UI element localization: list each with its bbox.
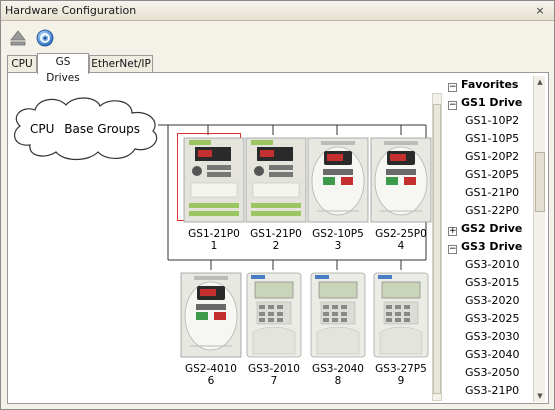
tree-group-gs1-drive[interactable]: −GS1 Drive bbox=[448, 94, 522, 112]
gs2-drive-icon bbox=[370, 137, 432, 223]
tree-item-gs1-20p5[interactable]: GS1-20P5 bbox=[465, 168, 520, 181]
scroll-down-icon[interactable]: ▼ bbox=[537, 392, 543, 400]
drive-model-label: GS2-4010 bbox=[185, 363, 237, 375]
tree-group-label: GS1 Drive bbox=[461, 96, 523, 109]
eject-icon[interactable] bbox=[8, 28, 28, 48]
tree-item-gs3-2050[interactable]: GS3-2050 bbox=[465, 366, 520, 379]
scroll-up-icon[interactable]: ▲ bbox=[537, 78, 543, 86]
tree-item-gs1-22p0[interactable]: GS1-22P0 bbox=[465, 204, 520, 217]
drive-slot-number: 8 bbox=[334, 375, 342, 387]
expand-icon[interactable]: + bbox=[448, 226, 457, 236]
collapse-icon[interactable]: − bbox=[448, 100, 457, 110]
catalog-scrollbar[interactable]: ▲ ▼ bbox=[533, 76, 545, 402]
workspace-scrollbar-thumb[interactable] bbox=[433, 104, 441, 394]
drive-slot-number: 9 bbox=[397, 375, 405, 387]
tree-item-gs3-2010[interactable]: GS3-2010 bbox=[465, 258, 520, 271]
tree-item-gs3-21p0[interactable]: GS3-21P0 bbox=[465, 384, 520, 397]
drive-slot-number: 1 bbox=[210, 240, 218, 252]
drive-slot-number: 6 bbox=[207, 375, 215, 387]
tree-item-gs1-10p2[interactable]: GS1-10P2 bbox=[465, 114, 520, 127]
tab-ethernet-ip-label: EtherNet/IP bbox=[91, 58, 151, 70]
tree-group-label: GS2 Drive bbox=[461, 222, 523, 235]
cloud-label-base-groups: Base Groups bbox=[64, 122, 141, 136]
drive-model-label: GS1-21P0 bbox=[188, 228, 240, 240]
catalog-scrollbar-thumb[interactable] bbox=[535, 152, 545, 212]
tree-item-gs3-2015[interactable]: GS3-2015 bbox=[465, 276, 520, 289]
tree-group-gs2-drive[interactable]: + GS2 Drive bbox=[448, 220, 522, 238]
gs1-drive-icon bbox=[245, 137, 307, 223]
close-icon[interactable]: × bbox=[535, 4, 545, 17]
drive-model-label: GS3-2040 bbox=[312, 363, 364, 375]
tree-group-favorites[interactable]: −Favorites bbox=[448, 76, 518, 94]
tree-item-gs3-2030[interactable]: GS3-2030 bbox=[465, 330, 520, 343]
gs2-drive-icon bbox=[307, 137, 369, 223]
tree-item-gs1-10p5[interactable]: GS1-10P5 bbox=[465, 132, 520, 145]
gs1-drive-icon bbox=[183, 137, 245, 223]
tab-gs-drives[interactable]: GS Drives bbox=[37, 53, 89, 84]
tree-group-gs3-drive[interactable]: −GS3 Drive bbox=[448, 238, 522, 256]
workspace-scrollbar[interactable] bbox=[432, 93, 442, 401]
drive-slot-number: 3 bbox=[334, 240, 342, 252]
drive-model-label: GS2-25P0 bbox=[375, 228, 427, 240]
tab-gs-drives-label: GS Drives bbox=[46, 56, 80, 84]
tab-cpu[interactable]: CPU bbox=[7, 55, 37, 73]
tree-item-gs3-2025[interactable]: GS3-2025 bbox=[465, 312, 520, 325]
cloud-label-cpu: CPU bbox=[30, 122, 55, 136]
tree-item-gs1-21p0[interactable]: GS1-21P0 bbox=[465, 186, 520, 199]
drive-catalog-tree: −Favorites −GS1 Drive GS1-10P2 GS1-10P5 … bbox=[448, 76, 533, 402]
tree-item-gs3-2020[interactable]: GS3-2020 bbox=[465, 294, 520, 307]
help-icon[interactable] bbox=[35, 28, 55, 48]
drive-slot-number: 2 bbox=[272, 240, 280, 252]
collapse-icon[interactable]: − bbox=[448, 244, 457, 254]
drive-model-label: GS3-27P5 bbox=[375, 363, 427, 375]
gs3-drive-icon bbox=[373, 272, 429, 358]
gs3-drive-icon bbox=[246, 272, 302, 358]
gs3-drive-icon bbox=[310, 272, 366, 358]
drive-model-label: GS2-10P5 bbox=[312, 228, 364, 240]
cpu-base-groups-cloud[interactable]: CPU Base Groups bbox=[8, 93, 163, 163]
toolbar bbox=[1, 22, 554, 52]
tab-cpu-label: CPU bbox=[11, 58, 33, 70]
window-title: Hardware Configuration bbox=[5, 4, 137, 17]
tree-item-gs1-20p2[interactable]: GS1-20P2 bbox=[465, 150, 520, 163]
drive-model-label: GS3-2010 bbox=[248, 363, 300, 375]
tab-ethernet-ip[interactable]: EtherNet/IP bbox=[89, 55, 153, 73]
drive-slot-number: 7 bbox=[270, 375, 278, 387]
tree-group-label: GS3 Drive bbox=[461, 240, 523, 253]
collapse-icon[interactable]: − bbox=[448, 82, 457, 92]
tree-group-label: Favorites bbox=[461, 78, 519, 91]
title-bar: Hardware Configuration × bbox=[1, 1, 554, 21]
gs2-drive-icon bbox=[180, 272, 242, 358]
drive-model-label: GS1-21P0 bbox=[250, 228, 302, 240]
drive-slot-number: 4 bbox=[397, 240, 405, 252]
tree-item-gs3-2040[interactable]: GS3-2040 bbox=[465, 348, 520, 361]
